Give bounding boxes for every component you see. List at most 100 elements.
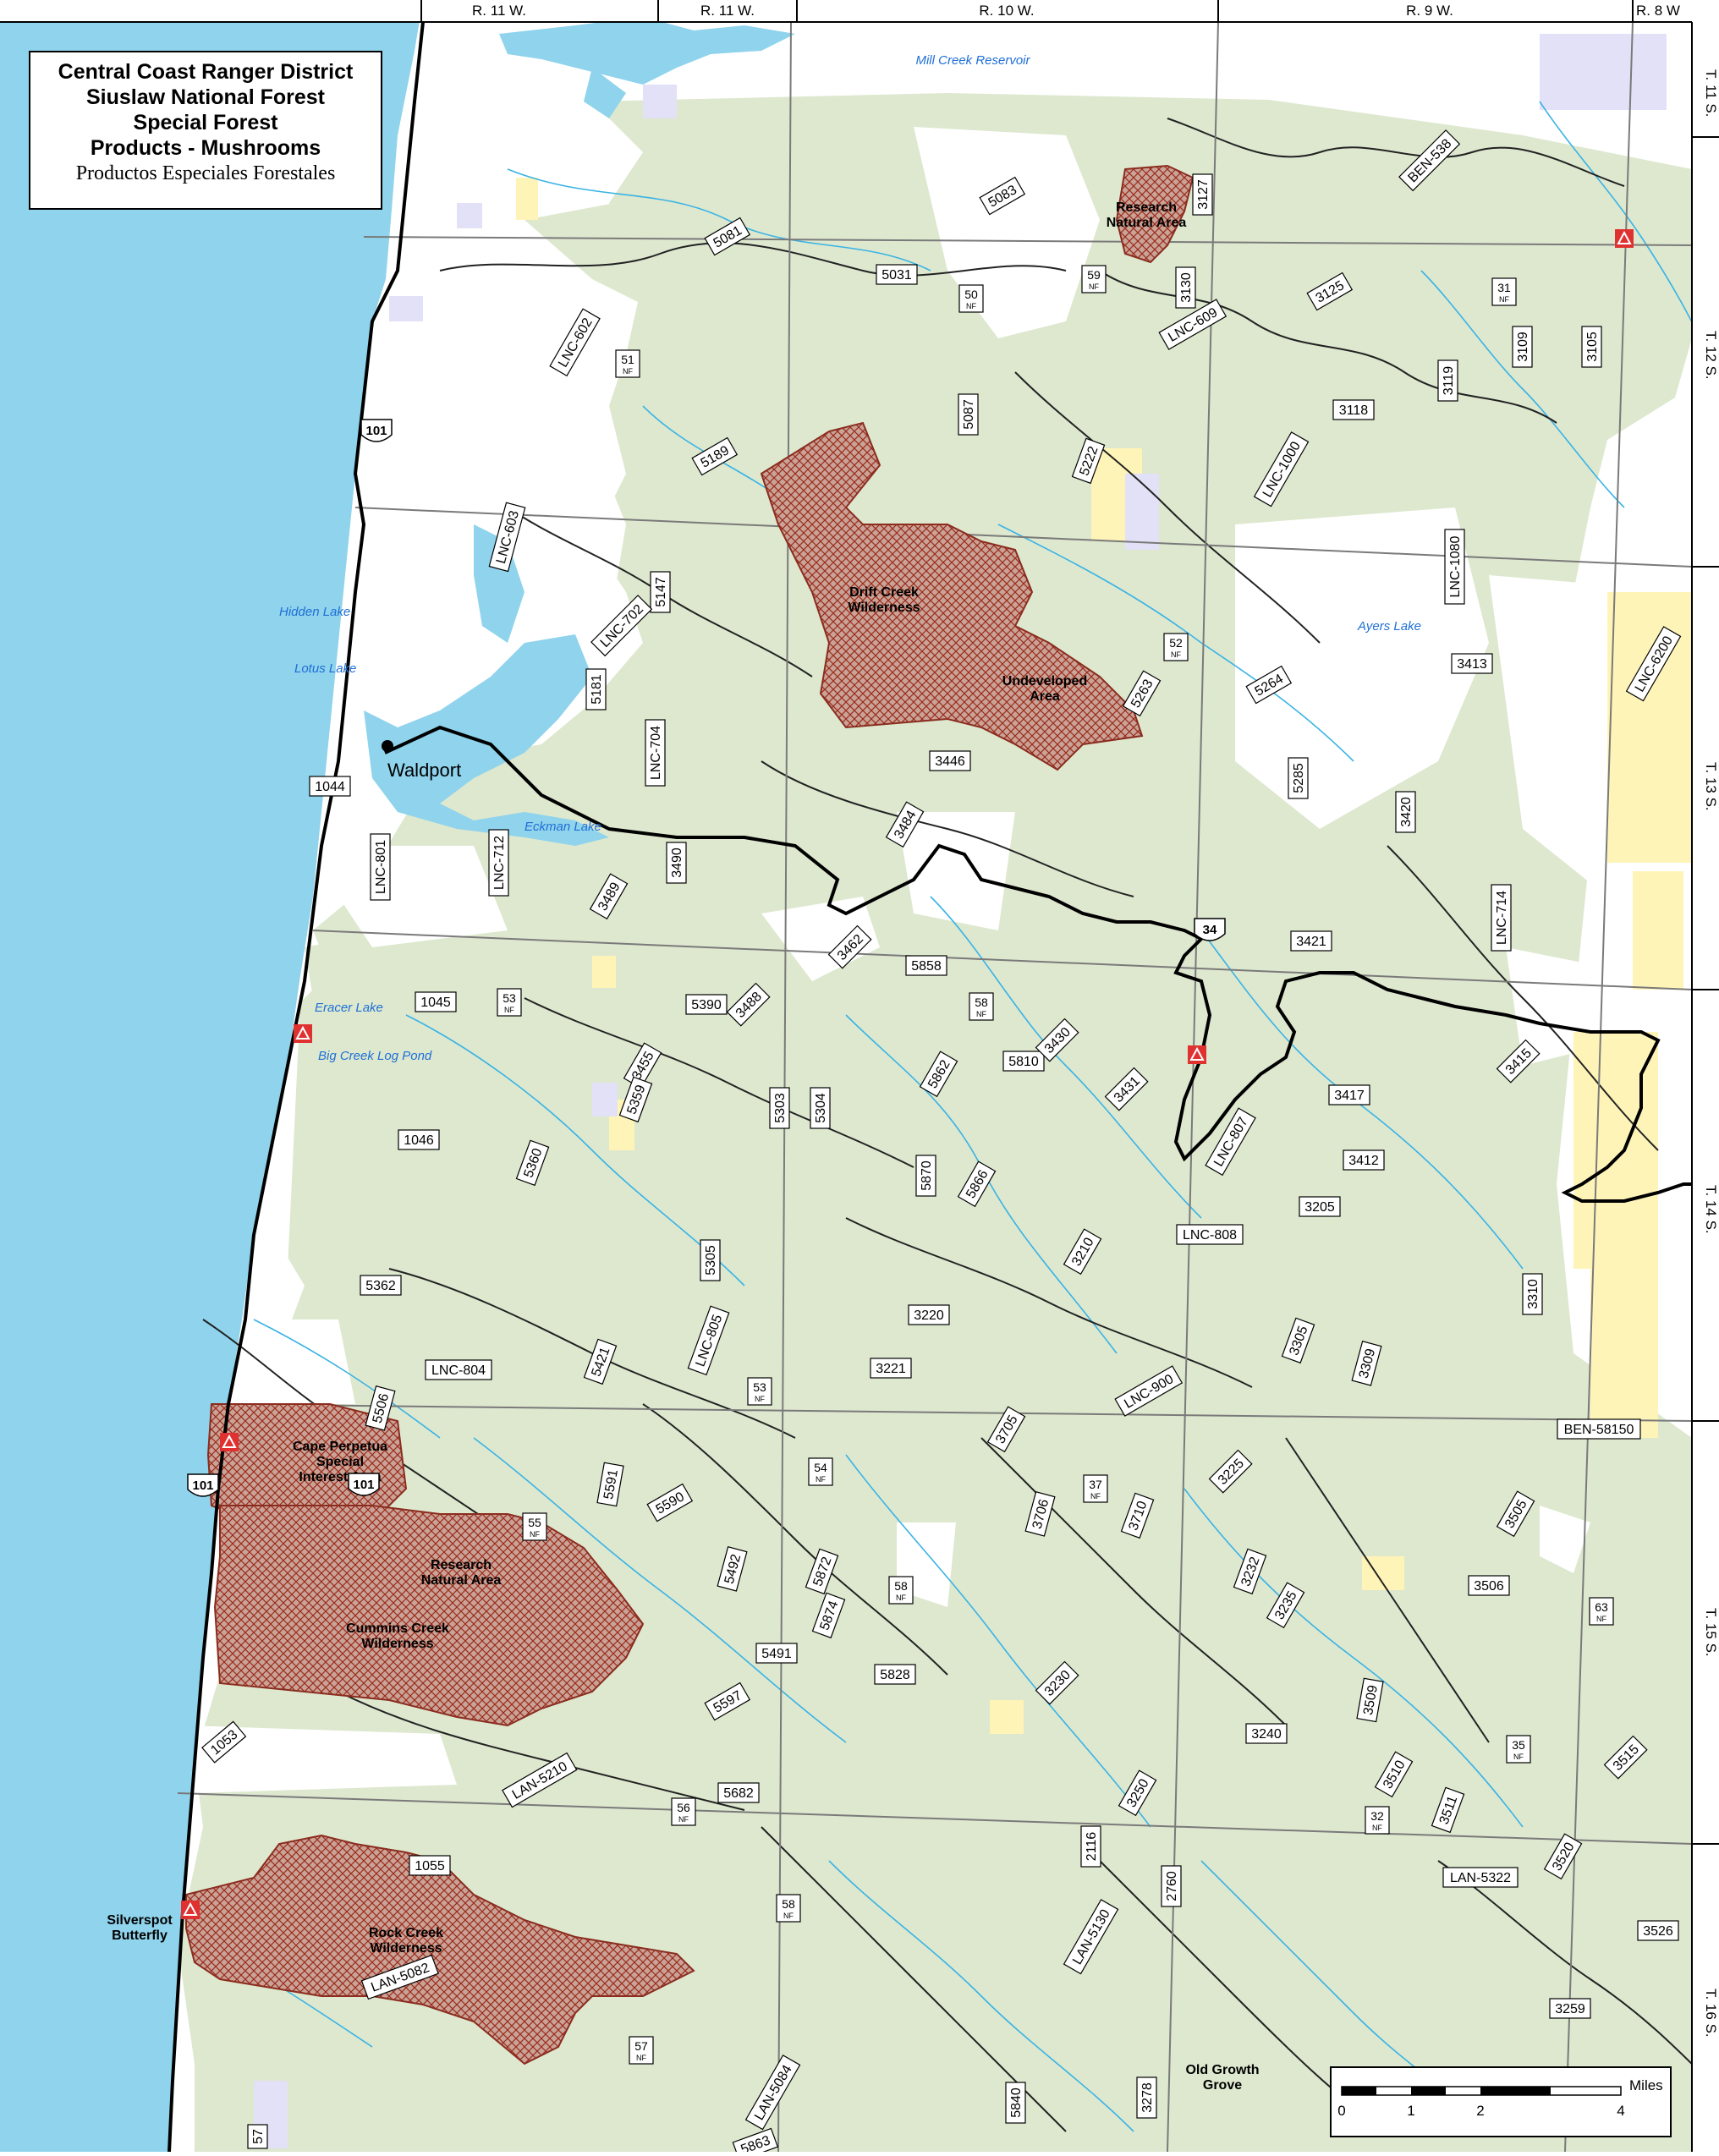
place-label: Ayers Lake — [1357, 619, 1421, 634]
road-number: 3526 — [1643, 1924, 1673, 1939]
route-suffix: NF — [623, 367, 633, 376]
route-suffix: NF — [896, 1594, 906, 1602]
route-number: 58 — [782, 1897, 795, 1911]
road-label-box — [1120, 1492, 1155, 1539]
route-suffix: NF — [816, 1475, 826, 1484]
road-label-box — [415, 991, 457, 1012]
road-number: 3221 — [876, 1362, 906, 1376]
road-label: 3421 — [1290, 930, 1332, 952]
road-label-box — [870, 1358, 912, 1379]
private-land — [305, 846, 508, 947]
road-label-box — [1637, 1920, 1679, 1941]
road-label: 5181 — [585, 668, 607, 710]
highway-number: 34 — [1203, 923, 1217, 937]
highway-number: 101 — [353, 1478, 374, 1492]
road-label-box — [1122, 670, 1162, 717]
road-label: LAN-5322 — [1442, 1867, 1519, 1888]
road-label-box — [691, 436, 739, 476]
waldport-dot — [382, 740, 393, 752]
shield-box — [1491, 277, 1517, 306]
private-land — [1235, 507, 1489, 829]
road-number: 3417 — [1334, 1089, 1365, 1103]
route-suffix: NF — [1372, 1824, 1382, 1832]
route-number: 53 — [753, 1380, 766, 1394]
road-label: 5591 — [596, 1462, 624, 1507]
road-label-box — [1208, 1449, 1253, 1494]
road-label-box — [986, 1406, 1026, 1453]
township-label: T. 16 S. — [1703, 1989, 1719, 2038]
rock-creek-wilderness — [185, 1834, 695, 2065]
road-number: 57 — [251, 2129, 266, 2144]
road-label-box — [618, 1076, 653, 1123]
shield-box — [958, 284, 984, 313]
place-label: Hidden Lake — [279, 605, 350, 619]
range-label: R. 9 W. — [1406, 3, 1453, 19]
road-number: LNC-804 — [431, 1363, 486, 1378]
road-label-box — [1451, 653, 1493, 674]
tent-shape — [222, 1434, 237, 1448]
road-label-box — [876, 264, 918, 285]
shield-box — [969, 992, 994, 1021]
route-suffix: NF — [966, 302, 976, 310]
road-number: LNC-714 — [1495, 891, 1509, 945]
road-label: LAN-5082 — [360, 1954, 439, 2000]
ocean — [0, 0, 423, 2152]
route-suffix: NF — [636, 2054, 646, 2062]
road-label-box — [1603, 1735, 1648, 1780]
shield-shape — [348, 1473, 380, 1496]
route-number: 35 — [1512, 1738, 1525, 1752]
route-number: 50 — [964, 288, 978, 301]
reservoir-arm — [584, 68, 626, 118]
cummins-creek-wilderness — [213, 1505, 645, 1727]
road-label-box — [905, 955, 947, 976]
road-label-box — [717, 1545, 748, 1592]
road-label-box — [1290, 930, 1332, 952]
road-label-box — [1104, 1067, 1149, 1111]
road-label-box — [370, 833, 391, 901]
place-label: Eracer Lake — [315, 1001, 383, 1015]
road-label: 5870 — [915, 1155, 936, 1197]
route-number: 57 — [634, 2039, 648, 2053]
range-label: R. 10 W. — [979, 3, 1035, 19]
road-label-box — [1114, 1365, 1184, 1417]
road-number: 3109 — [1516, 332, 1530, 362]
shield-box — [1163, 633, 1189, 661]
road-label-box — [1288, 757, 1309, 799]
highway-number: 101 — [365, 424, 387, 438]
road-number: 5305 — [704, 1245, 718, 1275]
shield-box — [747, 1377, 772, 1406]
road-label-box — [1118, 1769, 1157, 1817]
road-label: 5305 — [700, 1239, 721, 1281]
road-label-box — [979, 176, 1026, 216]
road-number: 5491 — [761, 1647, 792, 1661]
road-label-box — [1491, 884, 1512, 952]
range-label: R. 8 W — [1636, 3, 1680, 19]
road-label: LNC-712 — [488, 829, 509, 897]
road-label-box — [1071, 437, 1106, 485]
route-number: 58 — [894, 1579, 908, 1593]
route-suffix: NF — [1089, 283, 1099, 291]
road-label: 3130 — [1175, 266, 1196, 309]
road-label-box — [755, 1643, 798, 1664]
road-number: 3446 — [935, 754, 965, 769]
road-number: 3506 — [1474, 1579, 1504, 1594]
road-number: 5304 — [814, 1093, 828, 1123]
road-label-box — [585, 668, 607, 710]
route-number: 51 — [621, 353, 634, 366]
road-label-box — [929, 750, 971, 771]
road-label-box — [810, 1087, 831, 1129]
campgrounds — [181, 229, 1634, 1919]
road-number: 5362 — [365, 1279, 396, 1293]
road-number: 3413 — [1457, 657, 1487, 672]
